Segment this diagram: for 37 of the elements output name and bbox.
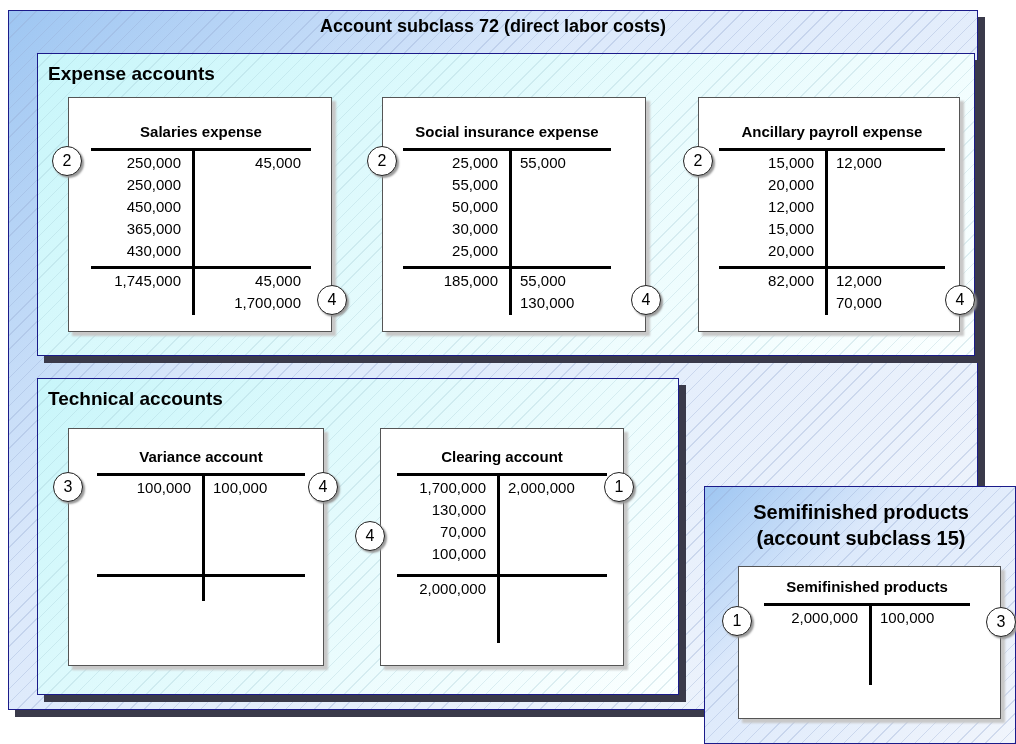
step-number-circle: 2 [52,146,82,176]
account-title: Semifinished products [785,578,949,595]
step-number-circle: 1 [722,606,752,636]
amount-list: 1,700,000 130,000 70,000 100,000 [419,477,486,565]
t-account-card [380,428,624,666]
amount-list: 82,000 [768,270,814,292]
amount-list: 100,000 [136,477,191,499]
amount-list: 12,000 70,000 [836,270,882,314]
panel-title: Account subclass 72 (direct labor costs) [318,16,668,37]
account-title: Social insurance expense [414,123,600,140]
step-number-circle: 2 [367,146,397,176]
amount-list: 55,000 [520,152,566,174]
amount-list: 25,000 55,000 50,000 30,000 25,000 [452,152,498,262]
amount-list: 1,745,000 [114,270,181,292]
amount-list: 15,000 20,000 12,000 15,000 20,000 [768,152,814,262]
account-title: Salaries expense [139,123,263,140]
amount-list: 100,000 [880,607,935,629]
amount-list: 55,000 130,000 [520,270,575,314]
amount-list: 12,000 [836,152,882,174]
account-title: Variance account [138,448,264,465]
account-title: Clearing account [440,448,564,465]
account-title: Ancillary payroll expense [740,123,924,140]
step-number-circle: 2 [683,146,713,176]
amount-list: 2,000,000 [791,607,858,629]
group-panel [704,486,1016,744]
amount-list: 2,000,000 [508,477,575,499]
amount-list: 250,000 250,000 450,000 365,000 430,000 [126,152,181,262]
amount-list: 100,000 [213,477,268,499]
amount-list: 2,000,000 [419,578,486,600]
amount-list: 45,000 [255,152,301,174]
panel-title: Technical accounts [48,388,223,410]
step-number-circle: 3 [53,472,83,502]
panel-title: Expense accounts [48,63,215,85]
amount-list: 45,000 1,700,000 [234,270,301,314]
panel-title: Semifinished products (account subclass 15) [752,500,970,551]
amount-list: 185,000 [443,270,498,292]
step-number-circle: 4 [355,521,385,551]
